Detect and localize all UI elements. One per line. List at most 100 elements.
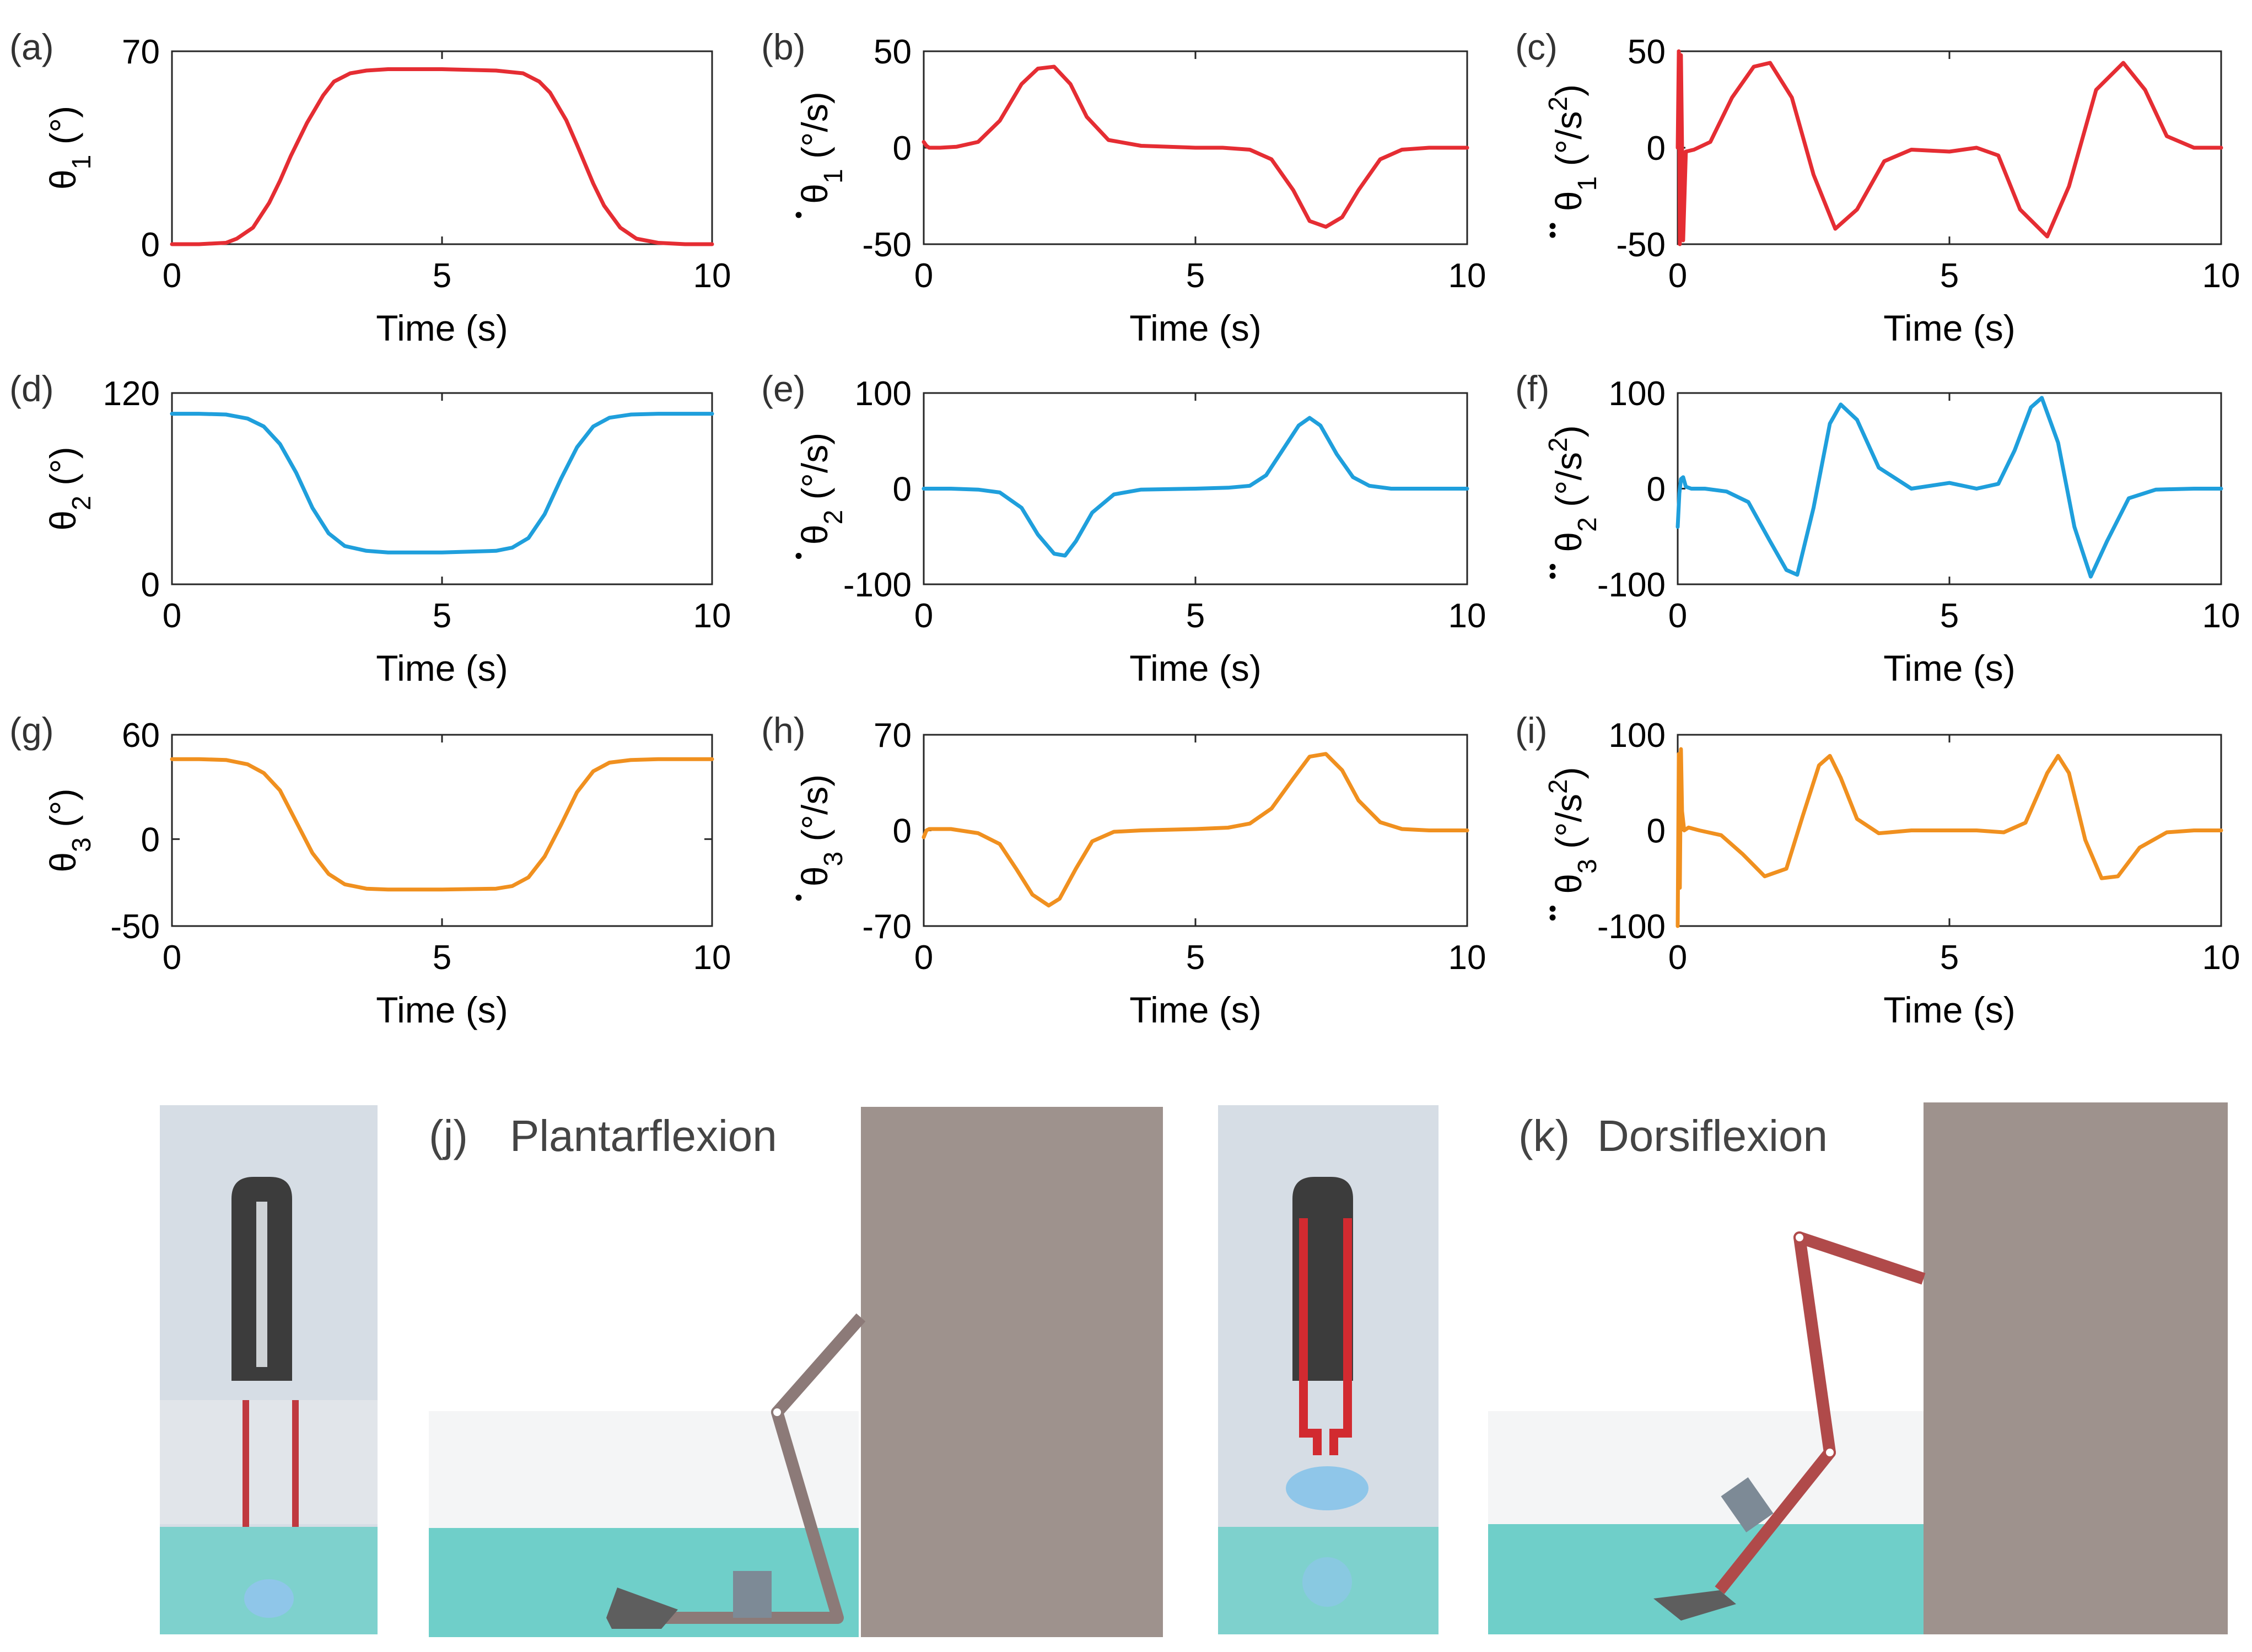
x-tick-label: 0 — [1668, 939, 1687, 977]
panel-label: (b) — [761, 26, 806, 67]
series-line — [922, 64, 1469, 229]
y-tick-label: -100 — [1597, 566, 1666, 604]
x-axis-label: Time (s) — [376, 648, 508, 688]
y-tick-label: 70 — [874, 717, 912, 755]
y-tick-label: 120 — [103, 375, 160, 413]
scene-k-wall — [1924, 1102, 2228, 1634]
foot-j — [606, 1588, 678, 1629]
blue-joint — [244, 1579, 294, 1618]
x-tick-label: 0 — [163, 257, 181, 295]
render-scenes: (j) Plantarflexion (k) Dorsiflexion — [160, 1102, 2228, 1637]
red-link-right — [292, 1400, 299, 1527]
x-tick-label: 5 — [433, 939, 451, 977]
inset-front-view-j — [160, 1105, 378, 1634]
y-axis-label: θ2 (°/s) — [794, 433, 848, 545]
plot-frame — [171, 734, 713, 927]
y-axis-label: θ3 (°/s) — [794, 774, 848, 886]
scene-k-backdrop — [1488, 1411, 1924, 1528]
y-tick-label: -100 — [1597, 908, 1666, 946]
knee-joint-k — [1793, 1231, 1806, 1244]
y-tick-label: 100 — [1609, 375, 1666, 413]
derivative-dot — [1549, 573, 1556, 579]
y-tick-label: -50 — [110, 908, 160, 946]
y-tick-label: 60 — [122, 717, 160, 755]
derivative-dot — [1549, 223, 1556, 229]
x-tick-label: 5 — [1186, 257, 1205, 295]
x-axis-label: Time (s) — [1129, 308, 1262, 348]
x-tick-label: 5 — [433, 597, 451, 635]
y-tick-label: 0 — [893, 471, 912, 509]
panel-label: (c) — [1515, 26, 1558, 67]
panel-label: (e) — [761, 368, 806, 409]
x-tick-label: 0 — [1668, 597, 1687, 635]
x-tick-label: 0 — [163, 597, 181, 635]
x-tick-label: 0 — [914, 939, 933, 977]
x-tick-label: 10 — [2202, 257, 2240, 295]
x-tick-label: 10 — [1448, 257, 1486, 295]
x-tick-label: 10 — [1448, 597, 1486, 635]
x-tick-label: 10 — [2202, 597, 2240, 635]
x-tick-label: 10 — [2202, 939, 2240, 977]
y-tick-label: -70 — [862, 908, 912, 946]
y-tick-label: 0 — [1647, 812, 1666, 851]
scene-k-label: (k) — [1518, 1111, 1570, 1160]
y-axis-label: θ1 (°/s) — [794, 92, 848, 203]
x-tick-label: 5 — [433, 257, 451, 295]
panel-label: (h) — [761, 710, 806, 751]
blue-joint-lower — [1302, 1557, 1352, 1607]
panel-label: (a) — [9, 26, 54, 67]
actuator-rod — [256, 1202, 267, 1367]
scene-k: (k) Dorsiflexion — [1488, 1102, 2228, 1634]
x-tick-label: 5 — [1186, 597, 1205, 635]
y-tick-label: 0 — [893, 130, 912, 168]
series-line — [170, 67, 714, 246]
y-tick-label: -50 — [1616, 226, 1666, 264]
red-link-left — [243, 1400, 249, 1527]
derivative-dot — [795, 895, 802, 901]
x-axis-label: Time (s) — [1129, 989, 1262, 1030]
y-tick-label: 0 — [893, 812, 912, 851]
x-tick-label: 10 — [693, 597, 731, 635]
leg-linkage-j — [615, 1313, 866, 1624]
y-tick-label: 0 — [141, 821, 160, 859]
y-tick-label: 100 — [1609, 717, 1666, 755]
ankle-block-k — [1721, 1477, 1774, 1532]
x-tick-label: 10 — [693, 939, 731, 977]
derivative-dot — [1549, 914, 1556, 921]
y-axis-label: θ1 (°) — [42, 106, 96, 190]
derivative-dot — [795, 553, 802, 559]
x-axis-label: Time (s) — [1129, 648, 1262, 688]
scene-j-title: Plantarflexion — [510, 1111, 777, 1160]
x-tick-label: 10 — [1448, 939, 1486, 977]
red-link-right — [1329, 1218, 1352, 1455]
derivative-dot — [795, 212, 802, 218]
leg-linkage-k — [1715, 1231, 1926, 1594]
y-axis-label: θ3 (°/s2) — [1544, 767, 1602, 894]
y-tick-label: 100 — [855, 375, 912, 413]
scene-k-water — [1488, 1524, 1924, 1634]
panel-label: (f) — [1515, 368, 1549, 409]
x-axis-label: Time (s) — [1883, 648, 2016, 688]
y-tick-label: -50 — [862, 226, 912, 264]
inset-floor-band — [160, 1400, 378, 1524]
x-axis-label: Time (s) — [1883, 989, 2016, 1030]
y-axis-label: θ3 (°) — [42, 788, 96, 872]
y-tick-label: 0 — [141, 226, 160, 264]
plot-frame — [1677, 392, 2222, 585]
x-tick-label: 10 — [693, 257, 731, 295]
knee-joint-j — [771, 1406, 783, 1418]
derivative-dot — [1549, 906, 1556, 912]
x-tick-label: 0 — [914, 597, 933, 635]
scene-j: (j) Plantarflexion — [429, 1107, 1163, 1637]
y-tick-label: 0 — [1647, 130, 1666, 168]
scene-j-label: (j) — [429, 1111, 468, 1160]
scene-k-title: Dorsiflexion — [1597, 1111, 1828, 1160]
